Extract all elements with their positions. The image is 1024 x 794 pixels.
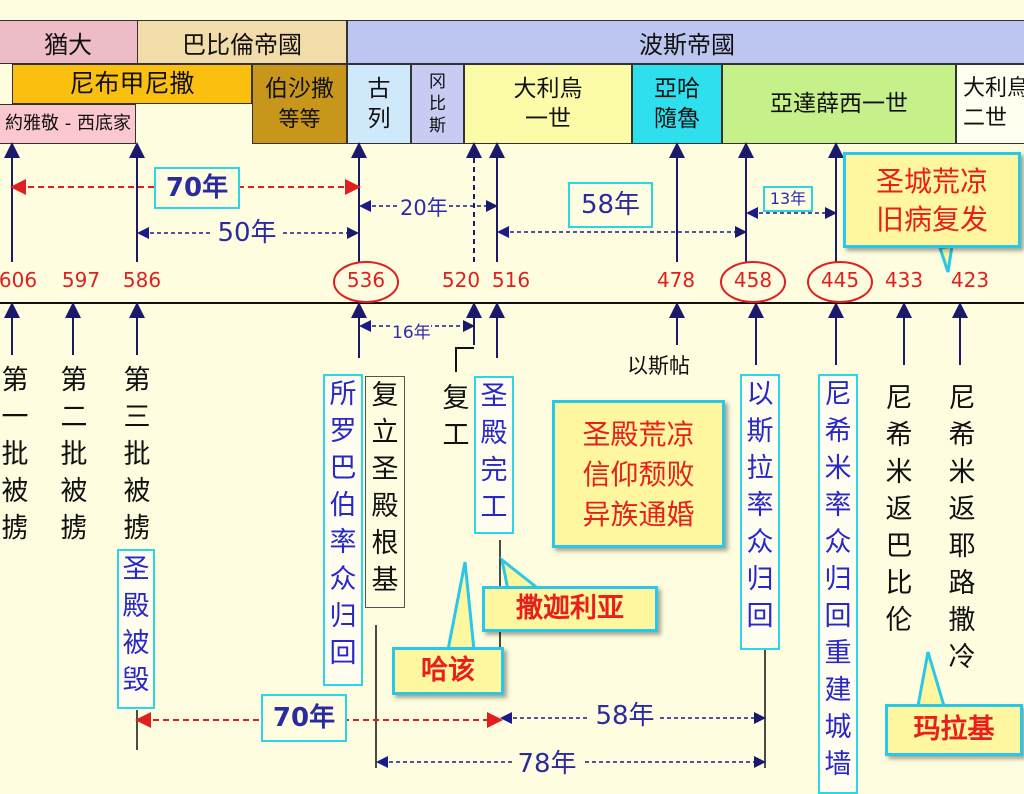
king-jehoiakim: 約雅敬 - 西底家 <box>0 104 136 144</box>
year-516: 516 <box>491 268 531 292</box>
span-20-label: 20年 <box>400 192 448 222</box>
king-label: 比 <box>429 94 446 114</box>
event-zerubbabel: 所罗巴伯率众归回 <box>323 374 363 686</box>
king-label: 大利烏 <box>513 76 583 102</box>
king-belshazzar: 伯沙撒 等等 <box>252 64 347 144</box>
callout-pointer-haggai <box>446 561 476 652</box>
empire-label: 巴比倫帝國 <box>182 30 302 59</box>
callout-malachi: 玛拉基 <box>885 704 1023 756</box>
year-536: 536 <box>346 268 386 292</box>
event-first-exile: 第一批被掳 <box>1 365 29 544</box>
event-nehemiah: 尼希米率众归回重建城墙 <box>818 374 858 794</box>
king-label: 古 <box>367 76 391 102</box>
empire-label: 猶大 <box>44 30 92 59</box>
event-esther: 以斯帖 <box>627 354 690 378</box>
king-darius1: 大利烏 一世 <box>464 64 632 144</box>
span-16-label: 16年 <box>392 318 431 343</box>
span-58-top-label: 58年 <box>568 182 653 228</box>
callout-pointer-malachi <box>916 651 947 708</box>
span-70-bottom-label: 70年 <box>261 694 347 742</box>
event-temple-complete: 圣殿完工 <box>474 376 514 534</box>
empire-judah: 猶大 <box>0 20 138 64</box>
empire-babylon: 巴比倫帝國 <box>137 20 347 64</box>
event-ezra: 以斯拉率众归回 <box>740 374 780 650</box>
span-70-top-label: 70年 <box>154 167 240 209</box>
callout-holy-city: 圣城荒凉旧病复发 <box>843 152 1021 248</box>
year-circle-458 <box>720 261 786 303</box>
king-label: 亞哈 <box>654 76 700 102</box>
king-label: 約雅敬 - 西底家 <box>5 113 131 134</box>
callout-zechariah: 撒迦利亚 <box>482 586 658 632</box>
year-circle-445 <box>807 261 873 303</box>
span-58-bottom-label: 58年 <box>590 700 660 732</box>
year-520: 520 <box>441 268 481 292</box>
king-cyrus: 古 列 <box>347 64 411 144</box>
king-label: 冈 <box>429 72 446 92</box>
span-13-label: 13年 <box>763 186 813 212</box>
year-423: 423 <box>950 268 990 292</box>
king-label: 等等 <box>278 107 321 131</box>
event-resume-work: 复工 <box>442 383 470 451</box>
empire-label: 波斯帝國 <box>639 30 735 59</box>
king-label: 伯沙撒 <box>265 76 334 102</box>
year-445: 445 <box>820 268 860 292</box>
king-cambyses: 冈 比 斯 <box>411 64 464 144</box>
king-nebuchadnezzar: 尼布甲尼撒 <box>12 64 252 104</box>
king-label: 隨魯 <box>654 106 700 132</box>
king-label: 一世 <box>525 106 571 132</box>
event-nehemiah-jerusalem: 尼希米返耶路撒冷 <box>948 383 976 673</box>
event-foundation: 复立圣殿根基 <box>365 376 405 608</box>
year-586: 586 <box>122 268 162 292</box>
king-label: 亞達薛西一世 <box>770 91 908 117</box>
king-label: 斯 <box>429 116 446 136</box>
span-50-label: 50年 <box>212 218 282 248</box>
event-nehemiah-babylon: 尼希米返巴比伦 <box>885 383 913 636</box>
king-xerxes: 亞哈 隨魯 <box>632 64 722 144</box>
year-606: 606 <box>0 268 38 292</box>
callout-haggai: 哈该 <box>392 647 504 695</box>
king-label: 二世 <box>963 106 1008 131</box>
year-458: 458 <box>733 268 773 292</box>
event-second-exile: 第二批被掳 <box>60 365 88 544</box>
year-circle-536 <box>333 261 399 303</box>
king-artaxerxes: 亞達薛西一世 <box>722 64 956 144</box>
king-darius2: 大利烏 二世 <box>956 64 1024 144</box>
king-label: 列 <box>367 106 391 132</box>
event-temple-destroyed: 圣殿被毁 <box>117 549 155 709</box>
event-third-exile: 第三批被掳 <box>123 365 151 544</box>
year-597: 597 <box>61 268 101 292</box>
empire-persia: 波斯帝國 <box>347 20 1024 64</box>
span-78-label: 78年 <box>512 748 582 780</box>
resume-work-connector <box>455 347 474 372</box>
king-label: 尼布甲尼撒 <box>69 69 195 98</box>
callout-temple-state: 圣殿荒凉信仰颓败异族通婚 <box>552 400 725 548</box>
year-478: 478 <box>656 268 696 292</box>
king-label: 大利烏 <box>963 76 1024 101</box>
year-433: 433 <box>884 268 924 292</box>
